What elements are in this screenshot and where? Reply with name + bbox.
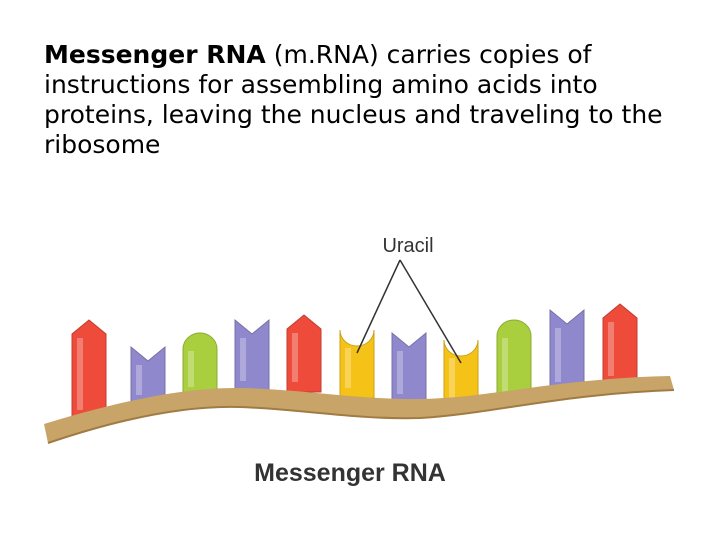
rna-backbone-edge	[47, 389, 675, 444]
caption-term: Messenger RNA	[44, 40, 266, 69]
messenger-rna-label: Messenger RNA	[254, 459, 446, 487]
slide-caption: Messenger RNA (m.RNA) carries copies of …	[44, 40, 684, 160]
rna-backbone-strand	[44, 376, 674, 443]
uracil-pointer-line	[399, 259, 462, 364]
base-highlight	[240, 338, 246, 381]
caption-text: (m.RNA) carries copies of instructions f…	[44, 40, 663, 159]
nucleotide-base-green	[182, 332, 218, 398]
base-highlight	[449, 358, 455, 400]
bases-layer	[71, 303, 638, 421]
uracil-label: Uracil	[382, 235, 433, 257]
nucleotide-base-red	[286, 314, 322, 393]
base-highlight	[188, 351, 194, 387]
uracil-pointer-line	[356, 259, 401, 354]
base-highlight	[608, 322, 614, 376]
base-highlight	[555, 328, 561, 382]
nucleotide-base-green	[496, 319, 532, 403]
nucleotide-base-yellow	[443, 339, 479, 411]
base-highlight	[136, 365, 142, 395]
uracil-pointer-lines	[356, 259, 462, 364]
base-highlight	[345, 348, 351, 388]
base-highlight	[77, 338, 83, 410]
base-highlight	[397, 351, 403, 394]
base-highlight	[502, 338, 508, 392]
nucleotide-base-yellow	[339, 329, 375, 399]
base-highlight	[292, 333, 298, 382]
